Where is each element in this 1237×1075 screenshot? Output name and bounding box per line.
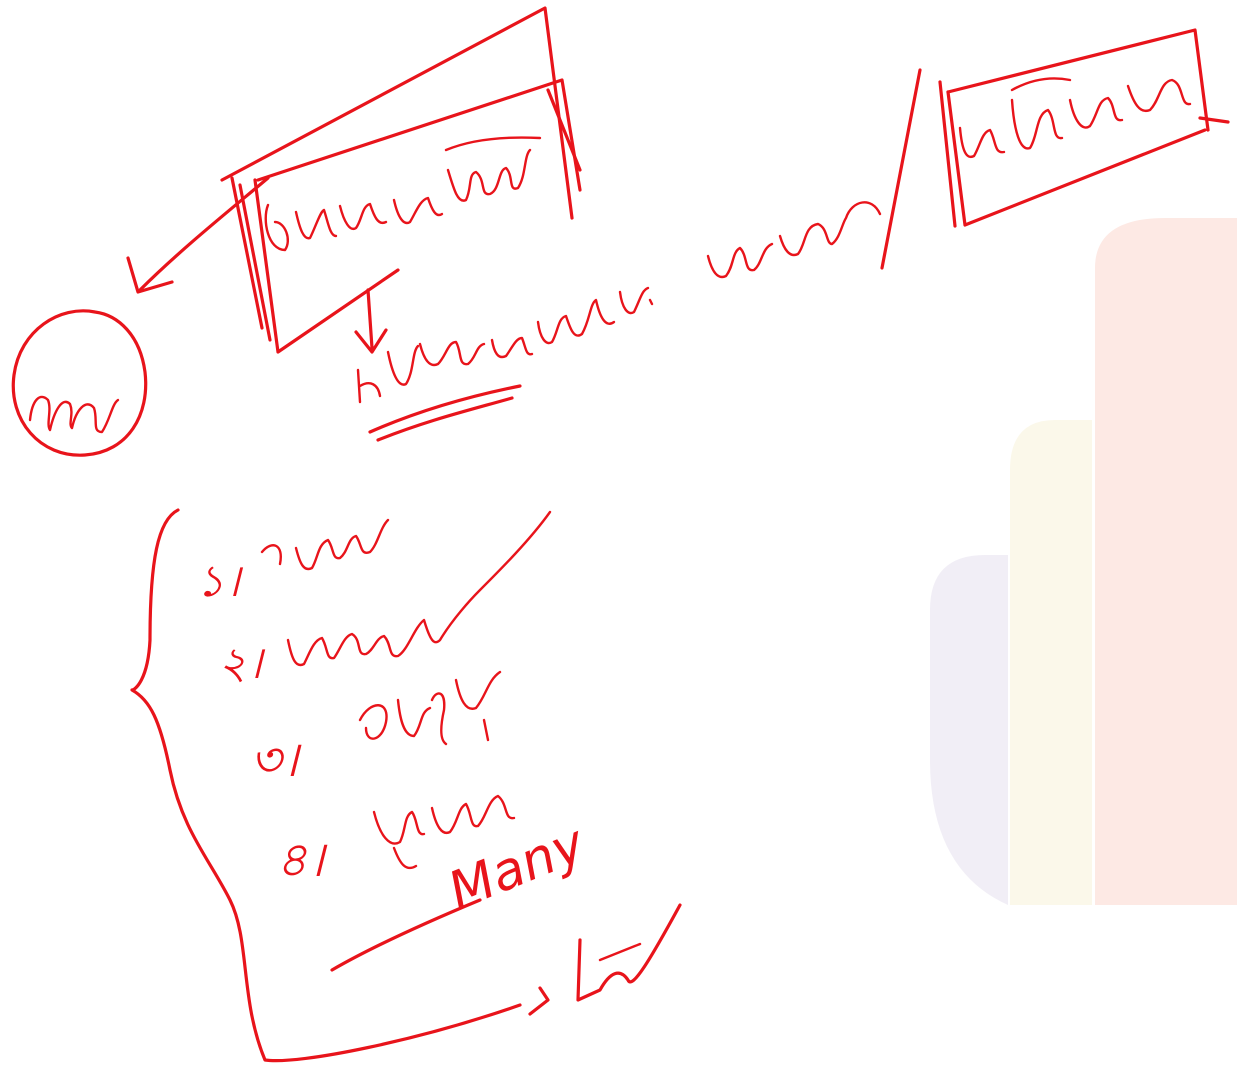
curly-brace	[130, 508, 522, 1063]
down-arrow	[354, 288, 388, 354]
bar-logo-watermark	[930, 218, 1237, 905]
slash-separator	[880, 68, 922, 270]
list-number: ১।	[196, 556, 244, 607]
list-number: ২।	[218, 638, 266, 689]
list-number: ৪।	[276, 832, 328, 888]
many-note: Many	[330, 813, 682, 1002]
many-word: Many	[440, 813, 594, 922]
circled-word	[11, 309, 148, 457]
list-item-3: ৩।	[250, 670, 502, 788]
brace-arrowhead	[528, 986, 550, 1016]
list-item-1: ১।	[196, 518, 390, 607]
framed-word-right	[938, 28, 1230, 228]
list-number: ৩।	[250, 732, 302, 788]
handwritten-phrase	[356, 201, 882, 442]
list-item-2: ২।	[218, 510, 552, 689]
list-item-4: ৪।	[276, 794, 516, 888]
framed-word-left	[220, 6, 582, 354]
arrow-to-circle	[126, 176, 270, 294]
